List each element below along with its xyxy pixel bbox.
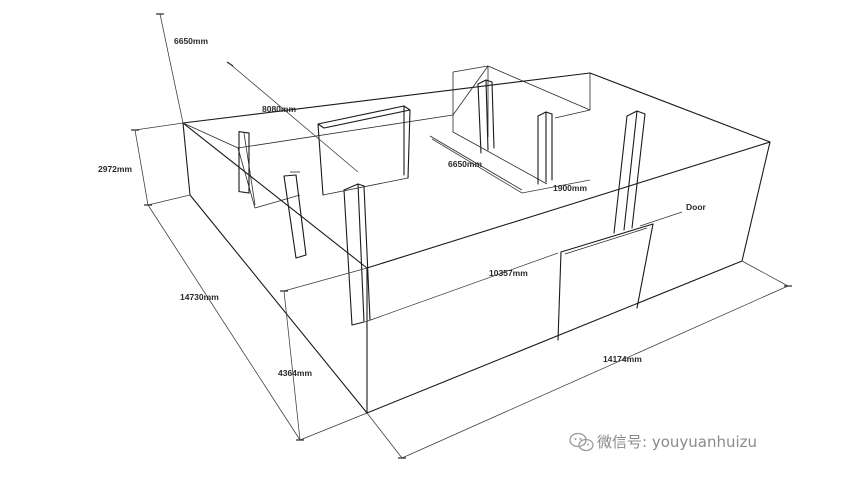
pillar-center: [343, 183, 371, 326]
dim-left-depth: 14730mm: [180, 292, 219, 302]
pillar-right-front: [613, 110, 646, 234]
dim-room-height: 4364mm: [278, 368, 312, 378]
dim-inner-span: 8080mm: [262, 104, 296, 114]
pillar-right-back: [537, 111, 553, 185]
dim-inner-length: 10357mm: [489, 268, 528, 278]
beam-panel: [317, 105, 411, 196]
pillar-left-front: [283, 171, 307, 259]
dim-top-length: 6650mm: [174, 36, 208, 46]
door-label: Door: [686, 202, 707, 212]
dim-labels: 6650mm 8080mm 6650mm 1900mm 2972mm 14730…: [98, 36, 707, 378]
dim-pillar-offset: 1900mm: [553, 183, 587, 193]
room-outer-walls: [182, 72, 771, 414]
dim-room-height-upper: 2972mm: [98, 164, 132, 174]
dim-inner-width: 6650mm: [448, 159, 482, 169]
pillar-back-pair: [477, 79, 495, 154]
room-inner-frame: [182, 65, 591, 209]
watermark-text: 微信号: youyuanhuizu: [597, 433, 757, 451]
dim-front-length: 14174mm: [603, 354, 642, 364]
door-opening: [557, 223, 654, 341]
pillar-left-back: [238, 130, 256, 206]
dim-lines: [131, 13, 792, 459]
watermark: 微信号: youyuanhuizu: [569, 432, 757, 452]
wechat-icon: [569, 432, 594, 452]
